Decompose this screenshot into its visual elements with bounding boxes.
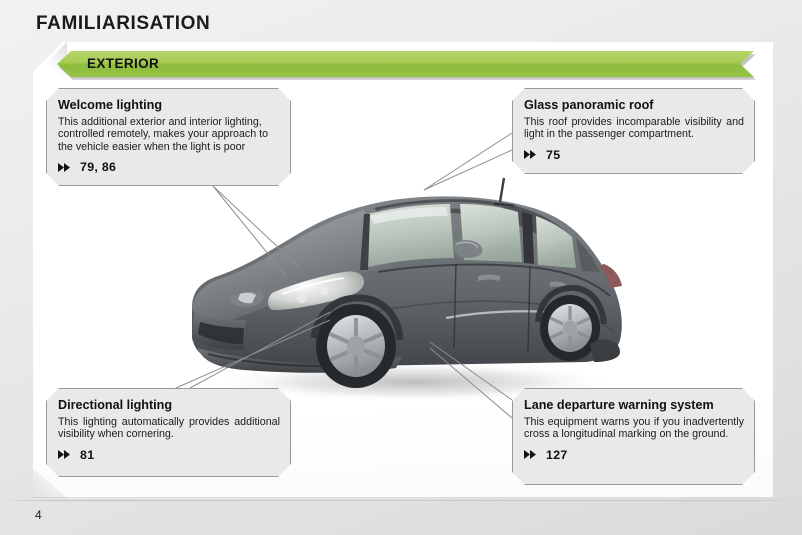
section-banner-label: EXTERIOR (87, 56, 160, 71)
callout-reference[interactable]: 81 (58, 448, 280, 462)
callout-title: Glass panoramic roof (524, 98, 654, 112)
callout-reference[interactable]: 127 (524, 448, 744, 462)
double-chevron-right-icon (58, 450, 71, 459)
callout-title: Directional lighting (58, 398, 173, 412)
callout-reference[interactable]: 75 (524, 148, 744, 162)
callout-reference-pages: 81 (80, 447, 95, 462)
callout-body: This equipment warns you if you inadvert… (524, 416, 744, 441)
double-chevron-right-icon (58, 163, 71, 172)
page-number: 4 (35, 508, 42, 522)
double-chevron-right-icon (524, 150, 537, 159)
callout-glass-panoramic-roof[interactable]: Glass panoramic roof This roof provides … (512, 88, 755, 174)
callout-title: Welcome lighting (58, 98, 163, 112)
callout-title: Lane departure warning system (524, 398, 714, 412)
callout-lane-departure-warning-system[interactable]: Lane departure warning system This equip… (512, 388, 755, 485)
section-banner-arrow-shape (57, 51, 754, 77)
callout-reference-pages: 127 (546, 447, 568, 462)
callout-reference-pages: 75 (546, 147, 561, 162)
page-title: FAMILIARISATION (36, 13, 211, 34)
double-chevron-right-icon (524, 450, 537, 459)
vehicle-illustration (178, 172, 640, 404)
callout-directional-lighting[interactable]: Directional lighting This lighting autom… (46, 388, 291, 477)
callout-body: This lighting automatically provides add… (58, 416, 280, 441)
callout-reference[interactable]: 79, 86 (58, 160, 280, 174)
section-banner[interactable]: EXTERIOR (57, 51, 754, 78)
callout-body: This additional exterior and interior li… (58, 116, 269, 153)
callout-reference-pages: 79, 86 (80, 160, 117, 175)
footer-divider (0, 500, 802, 501)
callout-body: This roof provides incomparable visibili… (524, 116, 744, 141)
callout-welcome-lighting[interactable]: Welcome lighting This additional exterio… (46, 88, 291, 186)
